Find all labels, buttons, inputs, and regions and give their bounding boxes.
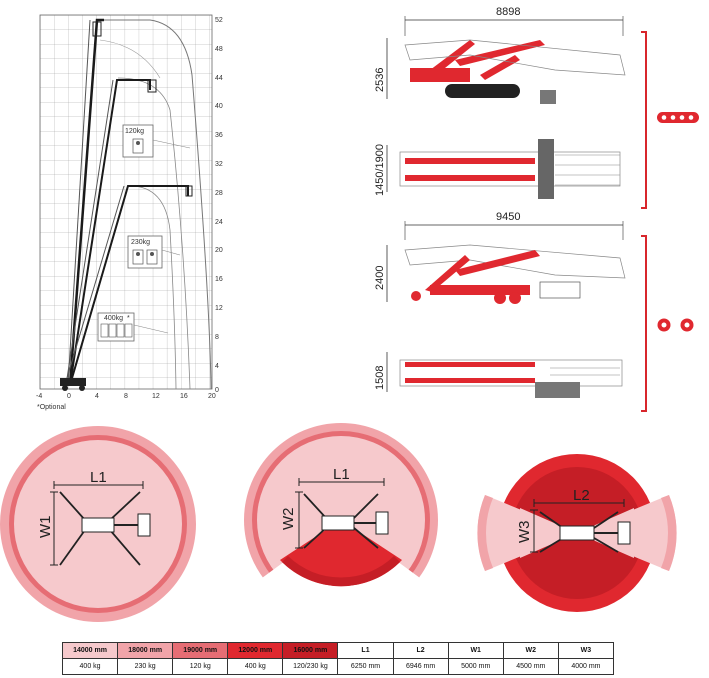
spec-header-cell: L1 — [337, 642, 394, 659]
wheeled-side-view: 9450 2400 — [374, 211, 626, 304]
envelope-top-curve — [99, 39, 161, 79]
spec-header-cell: W1 — [447, 642, 504, 659]
platform-baskets — [92, 21, 193, 197]
tracked-top-view: 1450/1900 — [374, 139, 621, 199]
spec-value-cell: 6946 mm — [392, 658, 449, 675]
y-tick: 28 — [215, 190, 223, 197]
spec-table-header-row: 14000 mm 18000 mm 19000 mm 12000 mm 1600… — [61, 642, 615, 659]
outrigger-diagram-1: L1 W1 — [0, 426, 196, 622]
load-label-120: 120kg — [125, 128, 144, 135]
x-tick: 0 — [67, 393, 71, 400]
spec-value-cell: 120/230 kg — [282, 658, 339, 675]
machine-base — [60, 378, 86, 391]
x-tick: 16 — [180, 393, 188, 400]
y-tick: 52 — [215, 17, 223, 24]
wheeled-top-view: 1508 — [374, 352, 623, 398]
spec-value-cell: 400 kg — [61, 658, 119, 675]
tracked-width-dim: 1450/1900 — [374, 144, 386, 196]
y-tick: 4 — [215, 363, 219, 370]
y-tick: 36 — [215, 132, 223, 139]
x-tick: 4 — [95, 393, 99, 400]
outrigger-label-l2: L2 — [573, 487, 590, 504]
y-tick: 48 — [215, 46, 223, 53]
y-tick: 16 — [215, 276, 223, 283]
spec-header-cell: W2 — [502, 642, 559, 659]
y-tick: 32 — [215, 161, 223, 168]
spec-header-cell: 16000 mm — [282, 642, 339, 659]
spec-header-cell: 18000 mm — [117, 642, 174, 659]
outrigger-diagram-3: L2 W3 — [477, 454, 677, 612]
outrigger-label-w2: W2 — [280, 508, 297, 531]
wheeled-bracket — [641, 235, 694, 412]
spec-header-cell: L2 — [392, 642, 449, 659]
wheeled-length-dim: 9450 — [496, 211, 520, 223]
spec-value-cell: 400 kg — [227, 658, 284, 675]
spec-value-cell: 120 kg — [172, 658, 229, 675]
load-label-230: 230kg — [131, 239, 150, 246]
spec-value-cell: 4500 mm — [502, 658, 559, 675]
x-tick-labels: -4 0 4 8 12 16 20 — [36, 393, 216, 400]
load-label-400: 400kg — [104, 315, 123, 322]
x-tick: 12 — [152, 393, 160, 400]
load-box-120: 120kg — [122, 124, 191, 158]
x-tick: 8 — [124, 393, 128, 400]
y-tick: 12 — [215, 305, 223, 312]
y-tick: 44 — [215, 75, 223, 82]
load-star: * — [127, 315, 130, 322]
y-tick: 0 — [215, 387, 219, 394]
tracked-side-view: 8898 2536 — [374, 6, 626, 104]
spec-value-cell: 5000 mm — [447, 658, 504, 675]
outrigger-label-w1: W1 — [37, 516, 54, 539]
envelope-outer — [98, 19, 212, 390]
tracked-height-dim: 2536 — [374, 68, 386, 92]
outrigger-label-l1b: L1 — [333, 466, 350, 483]
boom-lines — [64, 18, 189, 386]
load-box-400: 400kg * — [97, 312, 169, 342]
x-tick: -4 — [36, 393, 42, 400]
wheeled-width-dim: 1508 — [374, 366, 386, 390]
spec-header-cell: 14000 mm — [61, 642, 119, 659]
outrigger-label-w3: W3 — [516, 521, 533, 544]
spec-table: 14000 mm 18000 mm 19000 mm 12000 mm 1600… — [61, 642, 615, 675]
y-tick: 24 — [215, 219, 223, 226]
x-tick: 20 — [208, 393, 216, 400]
spec-value-cell: 4000 mm — [557, 658, 615, 675]
reach-chart: 52 48 44 40 36 32 28 24 20 16 12 8 4 0 -… — [36, 14, 223, 411]
y-tick: 40 — [215, 103, 223, 110]
spec-header-cell: 12000 mm — [227, 642, 284, 659]
outrigger-diagram-2: L1 W2 — [244, 423, 438, 619]
spec-value-cell: 230 kg — [117, 658, 174, 675]
envelope-inner — [129, 185, 177, 390]
load-box-230: 230kg — [127, 235, 181, 269]
optional-note: *Optional — [37, 404, 66, 411]
tracked-length-dim: 8898 — [496, 6, 520, 18]
spec-table-value-row: 400 kg 230 kg 120 kg 400 kg 120/230 kg 6… — [61, 658, 615, 675]
wheeled-height-dim: 2400 — [374, 266, 386, 290]
spec-header-cell: W3 — [557, 642, 615, 659]
y-tick: 8 — [215, 334, 219, 341]
spec-header-cell: 19000 mm — [172, 642, 229, 659]
tracked-bracket — [641, 31, 699, 209]
y-tick: 20 — [215, 247, 223, 254]
wheels-icon — [657, 318, 694, 332]
y-tick-labels: 52 48 44 40 36 32 28 24 20 16 12 8 4 0 — [215, 17, 223, 394]
spec-value-cell: 6250 mm — [337, 658, 394, 675]
outrigger-label-l1: L1 — [90, 469, 107, 486]
tracks-icon — [657, 112, 699, 123]
